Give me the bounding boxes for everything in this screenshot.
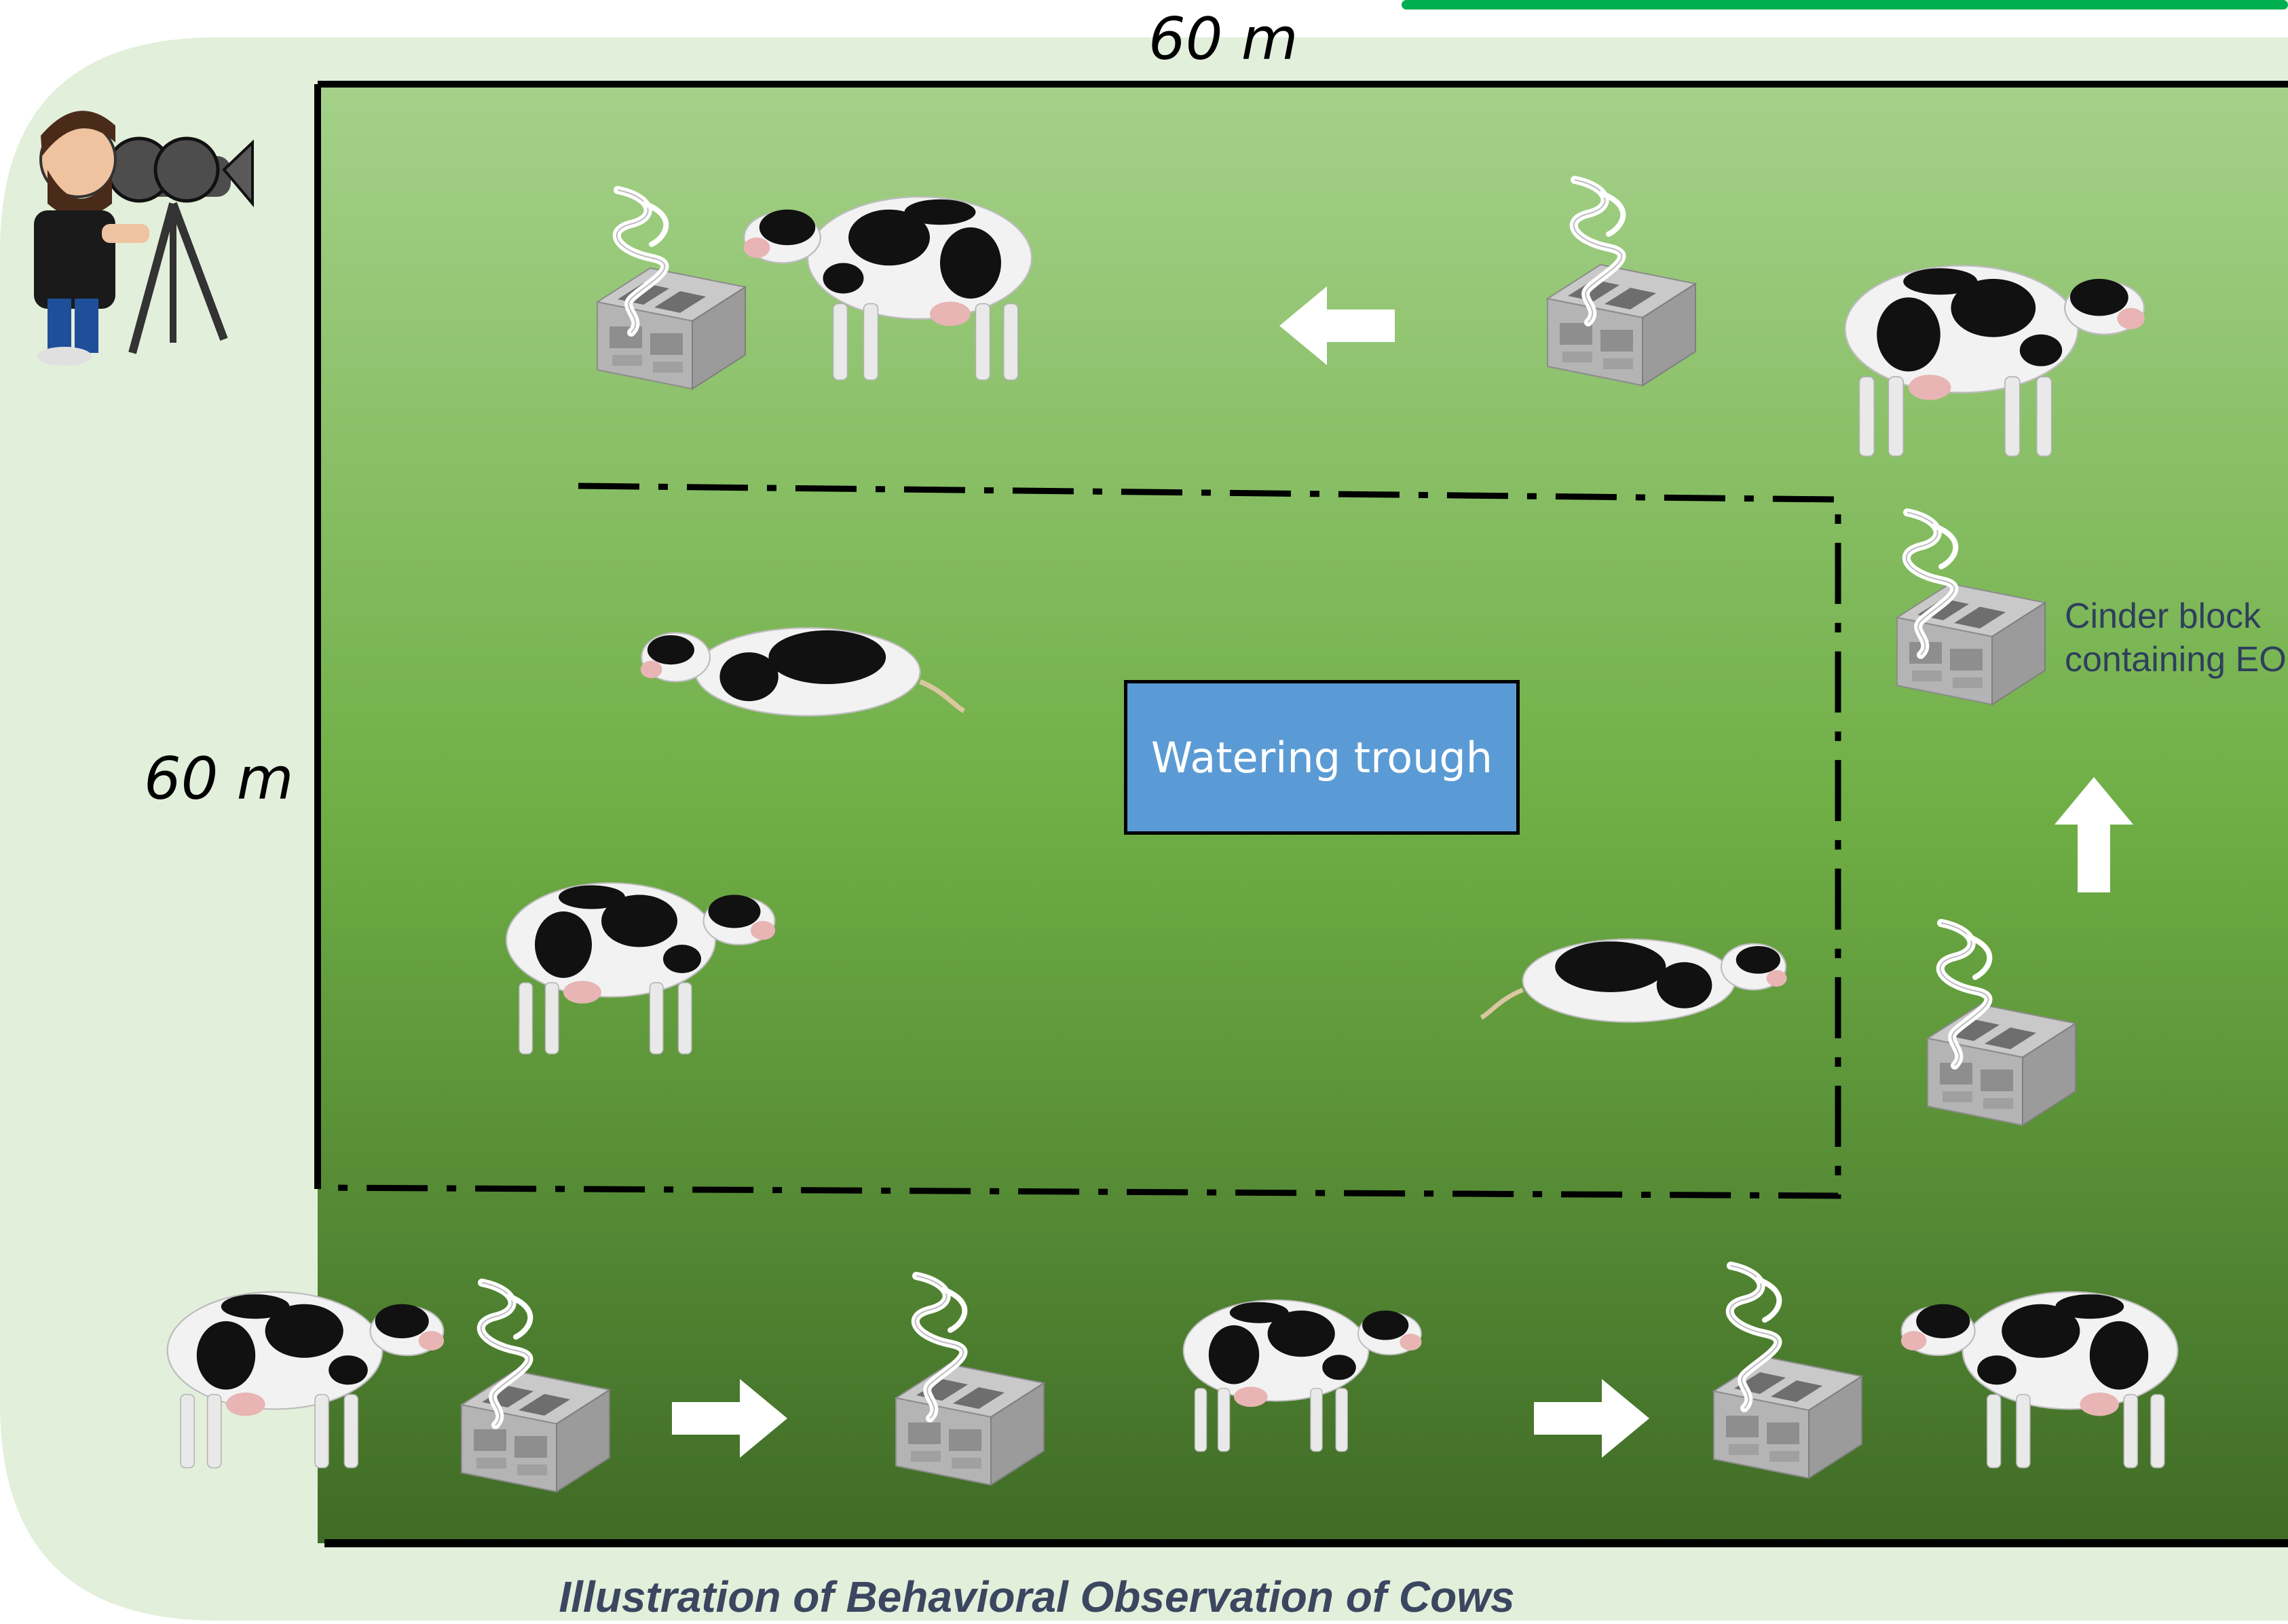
watering-trough-label: Watering trough — [1150, 732, 1493, 782]
figure-caption: Illustration of Behavioral Observation o… — [0, 1572, 2288, 1622]
inner-track-boundary — [318, 483, 1841, 1199]
watering-trough: Watering trough — [1124, 680, 1520, 835]
width-dimension-label: 60 m — [1148, 5, 1298, 73]
cinder-block-label: Cinder block containing EO — [2065, 594, 2287, 681]
height-dimension-label: 60 m — [144, 745, 294, 813]
cinder-block-label-line1: Cinder block — [2065, 597, 2262, 636]
header-accent — [1402, 0, 2288, 10]
cinder-block-label-line2: containing EO — [2065, 640, 2287, 679]
figure-caption-text: Illustration of Behavioral Observation o… — [559, 1572, 1515, 1621]
camera-operator-icon — [34, 111, 254, 366]
